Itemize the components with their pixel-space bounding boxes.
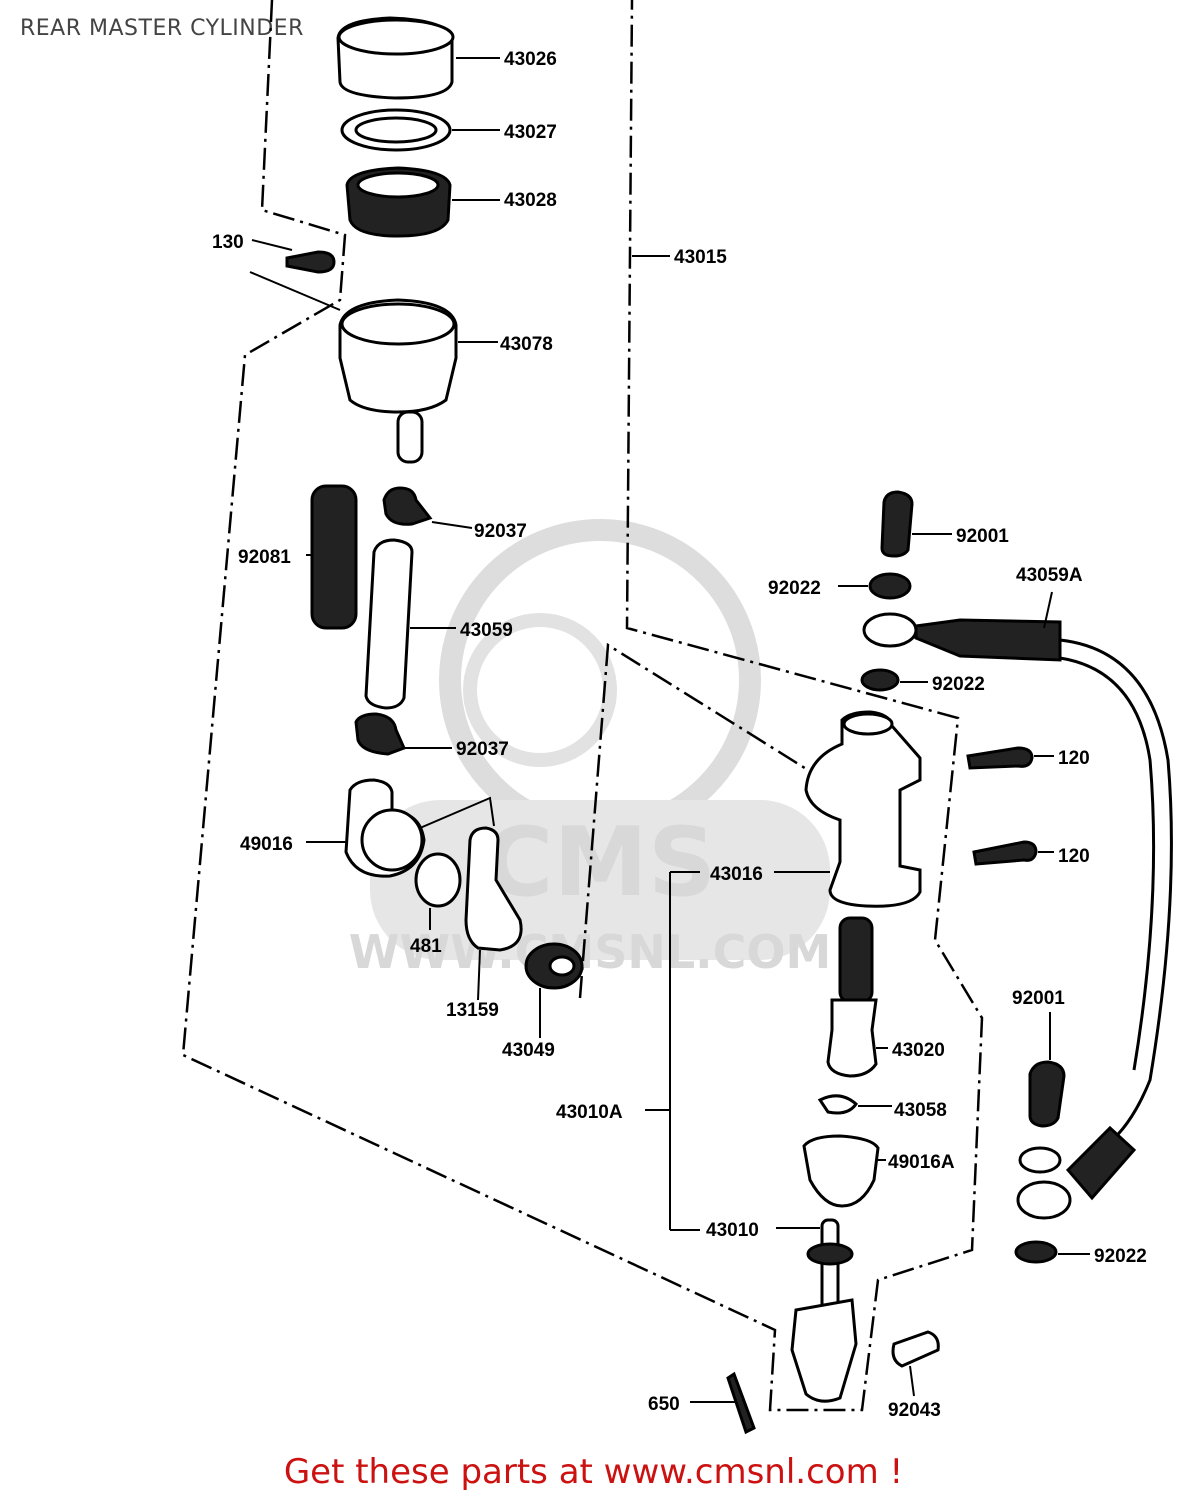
label-650: 650 bbox=[648, 1394, 680, 1415]
label-120-lower: 120 bbox=[1058, 846, 1090, 867]
label-43059: 43059 bbox=[460, 620, 513, 641]
label-43016: 43016 bbox=[710, 864, 763, 885]
brake-hose-43059A bbox=[1059, 638, 1173, 1152]
hose-43059 bbox=[364, 538, 414, 710]
reservoir-cap-43026 bbox=[336, 16, 455, 100]
label-92022-a: 92022 bbox=[768, 578, 821, 599]
assembly-outline-left bbox=[181, 0, 984, 1412]
watermark-url: WWW.CMSNL.COM bbox=[349, 925, 832, 979]
washer-lower-a bbox=[1018, 1146, 1062, 1174]
label-92022-c: 92022 bbox=[1094, 1246, 1147, 1267]
spring-92081 bbox=[310, 484, 358, 630]
spring-43020 bbox=[838, 916, 874, 1004]
washer-92022-b bbox=[860, 668, 900, 692]
pin-92043 bbox=[891, 1330, 940, 1368]
label-43020: 43020 bbox=[892, 1040, 945, 1061]
label-92081: 92081 bbox=[238, 547, 291, 568]
reservoir-43078 bbox=[338, 298, 458, 464]
label-92001-upper: 92001 bbox=[956, 526, 1009, 547]
label-92022-b: 92022 bbox=[932, 674, 985, 695]
label-43026: 43026 bbox=[504, 49, 557, 70]
label-481: 481 bbox=[410, 936, 442, 957]
bolt-120-upper bbox=[966, 746, 1034, 770]
label-13159: 13159 bbox=[446, 1000, 499, 1021]
label-120-upper: 120 bbox=[1058, 748, 1090, 769]
banjo-fitting-upper bbox=[862, 612, 918, 648]
label-49016: 49016 bbox=[240, 834, 293, 855]
banjo-fitting-lower bbox=[1016, 1180, 1072, 1220]
page-title: REAR MASTER CYLINDER bbox=[20, 16, 304, 41]
label-43078: 43078 bbox=[500, 334, 553, 355]
watermark-logo: CMS WWW.CMSNL.COM bbox=[349, 519, 832, 979]
label-130: 130 bbox=[212, 232, 244, 253]
leader-lines bbox=[249, 57, 1090, 1403]
screw-130 bbox=[285, 250, 336, 274]
part-labels: 43026 43027 43028 130 43015 43078 92037 … bbox=[212, 49, 1147, 1421]
clamp-92037-lower bbox=[354, 712, 407, 756]
master-cylinder-43016 bbox=[804, 710, 922, 908]
clevis bbox=[790, 1298, 858, 1403]
cotter-pin-650 bbox=[726, 1371, 756, 1435]
bolt-120-lower bbox=[972, 840, 1038, 866]
label-43027: 43027 bbox=[504, 122, 557, 143]
diaphragm-43028 bbox=[345, 166, 452, 238]
banjo-bolt-92001-lower bbox=[1028, 1060, 1066, 1128]
label-43049: 43049 bbox=[502, 1040, 555, 1061]
washer-92022-a bbox=[868, 572, 912, 600]
elbow-49016 bbox=[344, 778, 426, 878]
washer-92022-c bbox=[1014, 1240, 1058, 1264]
label-43028: 43028 bbox=[504, 190, 557, 211]
label-49016A: 49016A bbox=[888, 1152, 955, 1173]
watermark-brand: CMS bbox=[484, 808, 717, 918]
label-43015: 43015 bbox=[674, 247, 727, 268]
label-43058: 43058 bbox=[894, 1100, 947, 1121]
banjo-bolt-92001-upper bbox=[880, 490, 914, 558]
label-92037-lower: 92037 bbox=[456, 739, 509, 760]
label-92043: 92043 bbox=[888, 1400, 941, 1421]
fitting-13159 bbox=[464, 826, 523, 952]
label-92001-lower: 92001 bbox=[1012, 988, 1065, 1009]
label-43059A: 43059A bbox=[1016, 565, 1083, 586]
label-43010A: 43010A bbox=[556, 1102, 623, 1123]
label-92037-upper: 92037 bbox=[474, 521, 527, 542]
clip-43058 bbox=[817, 1094, 858, 1115]
assembly-outline-inner bbox=[578, 642, 809, 999]
label-43010: 43010 bbox=[706, 1220, 759, 1241]
boot-49016A bbox=[802, 1134, 880, 1208]
footer-link-text[interactable]: Get these parts at www.cmsnl.com ! bbox=[283, 1452, 904, 1492]
circlip-481 bbox=[414, 852, 462, 908]
piston-43020 bbox=[826, 998, 878, 1078]
clamp-92037-upper bbox=[382, 486, 433, 526]
